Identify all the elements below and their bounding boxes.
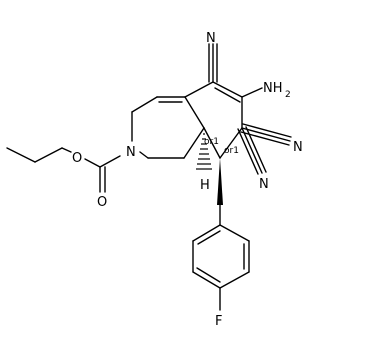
atom-label-nitrile-right-n: N xyxy=(293,140,303,155)
atom-label-nitrile-top-n: N xyxy=(206,31,216,46)
bond-c8-c8a xyxy=(203,127,221,159)
bond-c8a-c1 xyxy=(183,127,205,159)
bond-ar-1 xyxy=(219,224,250,242)
atom-label-nitrile-lower-n: N xyxy=(259,177,269,192)
bond-ar-6-inner xyxy=(197,230,221,245)
bond-nitrile-lower-b xyxy=(245,126,267,173)
bond-carbonyl-n xyxy=(99,155,121,168)
bond-lines xyxy=(6,43,292,311)
bond-nitrile-right xyxy=(241,127,291,142)
bond-c7-c8 xyxy=(219,127,243,159)
bond-ar-4 xyxy=(192,271,221,289)
bond-c4a-c8a xyxy=(184,96,205,129)
bond-c4a-c5 xyxy=(184,81,214,98)
bond-ar-4-inner xyxy=(196,267,221,283)
bond-c3-c4 xyxy=(131,96,158,113)
atom-label-amine: NH xyxy=(263,81,283,96)
bond-nitrile-right-b xyxy=(242,123,292,138)
bond-o-carbonyl xyxy=(84,158,101,168)
bond-ch2-o xyxy=(61,147,72,153)
bond-c6-nh2 xyxy=(241,87,263,98)
stereo-label-c8: or1 xyxy=(224,146,239,156)
bond-c5-c6 xyxy=(212,81,243,98)
hash-bond-c8a-h xyxy=(196,133,212,170)
bond-nitrile-lower xyxy=(241,127,263,174)
bond-nitrile-lower-c xyxy=(237,128,259,175)
wedge-bond-c8-aryl xyxy=(217,158,223,205)
bond-ethyl-ch2 xyxy=(34,147,63,163)
atom-label-h: H xyxy=(200,178,210,193)
bond-ethyl-ch3 xyxy=(6,147,36,163)
atom-label-ring-n: N xyxy=(126,145,136,160)
stereo-label-c8a: or1 xyxy=(204,137,219,147)
bond-ar-3 xyxy=(219,271,250,289)
atom-label-ester-o: O xyxy=(72,151,82,166)
bond-ch2-n xyxy=(139,151,149,159)
atom-label-amine-subscript: 2 xyxy=(285,90,291,100)
bond-ar-6 xyxy=(192,224,221,242)
atom-label-fluorine: F xyxy=(215,314,222,329)
atom-label-carbonyl-o: O xyxy=(97,195,107,210)
bond-c5-c6-inner xyxy=(214,87,241,103)
